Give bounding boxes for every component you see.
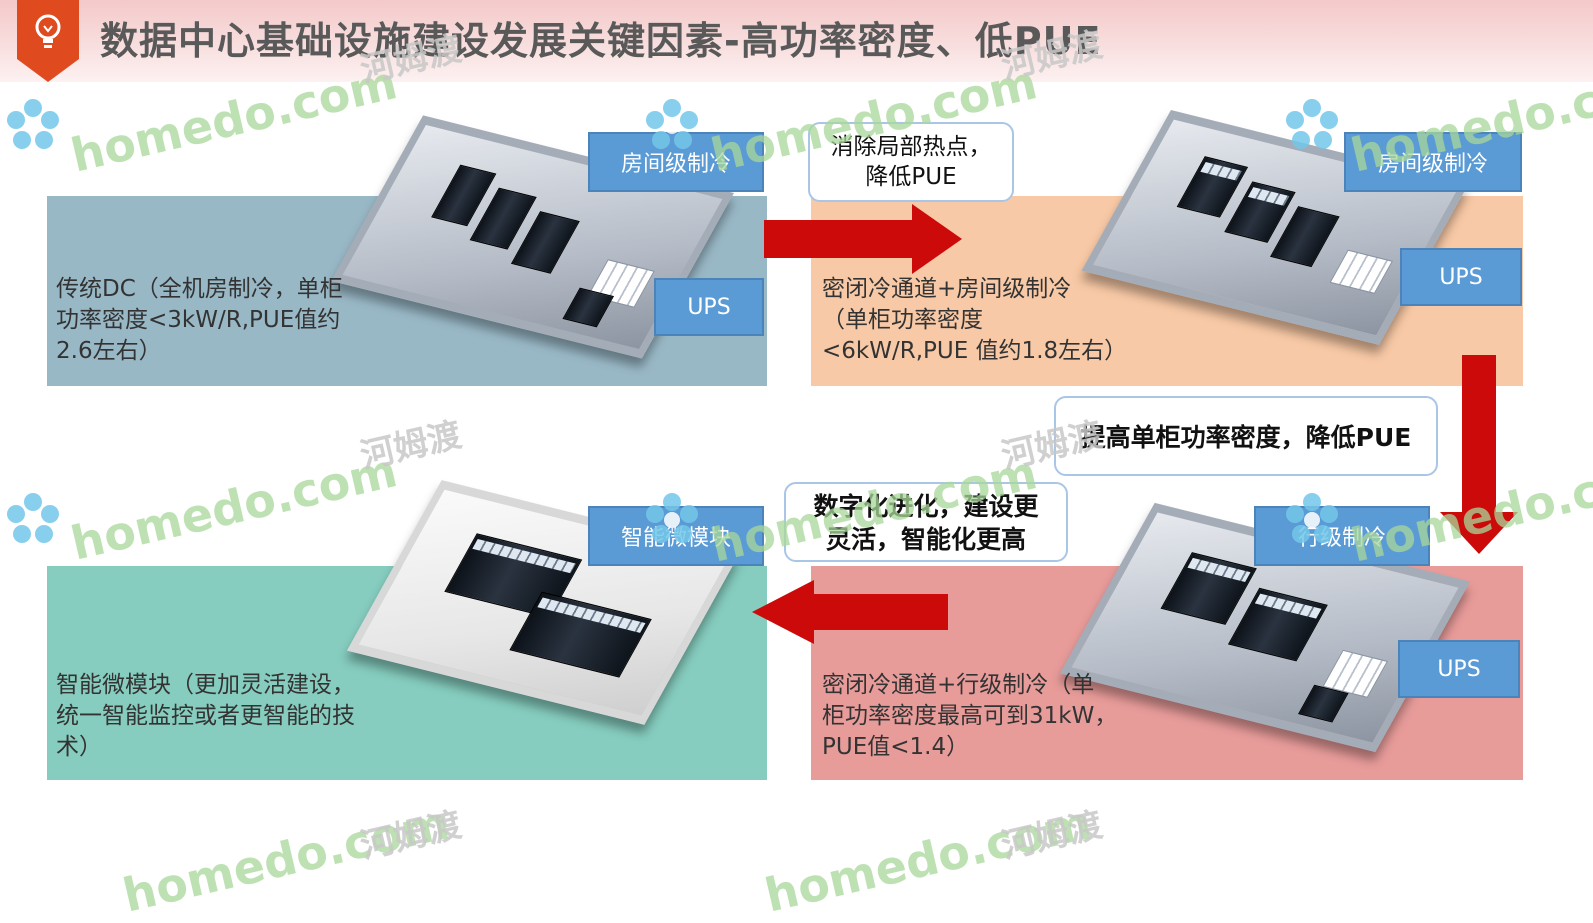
panel-description: 智能微模块（更加灵活建设， 统一智能监控或者更智能的技 术）: [56, 672, 355, 760]
server-rack: [1227, 587, 1328, 662]
watermark: homedo.com: [66, 443, 402, 571]
tag-ups: UPS: [1398, 640, 1520, 698]
tag-ups: UPS: [654, 278, 764, 336]
server-rack: [1160, 552, 1257, 625]
page-title: 数据中心基础设施建设发展关键因素-高功率密度、低PUE: [100, 19, 1102, 63]
ups-cabinet: [1329, 249, 1393, 294]
flower-logo-icon: [1286, 99, 1338, 149]
flower-logo-icon: [7, 493, 59, 543]
watermark-cn: 河姆渡: [356, 804, 466, 867]
flower-logo-icon: [1286, 493, 1338, 543]
panel-description: 密闭冷通道+房间级制冷 （单柜功率密度 <6kW/R,PUE 值约1.8左右）: [822, 276, 1128, 364]
flower-logo-icon: [646, 493, 698, 543]
callout-raise-power-density: 提高单柜功率密度，降低PUE: [1054, 396, 1438, 476]
watermark-cn: 河姆渡: [997, 804, 1107, 867]
panel-description: 传统DC（全机房制冷，单柜 功率密度<3kW/R,PUE值约 2.6左右）: [56, 276, 343, 364]
lightbulb-icon: [17, 0, 79, 82]
tag-ups: UPS: [1400, 248, 1522, 306]
ups-battery-rack: [562, 287, 615, 328]
tag-row-cooling: 行级制冷: [1254, 506, 1430, 566]
panel-description: 密闭冷通道+行级制冷（单 柜功率密度最高可到31kW， PUE值<1.4）: [822, 672, 1118, 760]
tag-room-cooling: 房间级制冷: [1344, 132, 1522, 192]
title-bar: 数据中心基础设施建设发展关键因素-高功率密度、低PUE: [0, 0, 1593, 82]
flower-logo-icon: [646, 99, 698, 149]
callout-eliminate-hotspots: 消除局部热点， 降低PUE: [808, 122, 1014, 202]
watermark-cn: 河姆渡: [356, 414, 466, 477]
flower-logo-icon: [7, 99, 59, 149]
callout-digital-evolution: 数字化进化，建设更 灵活，智能化更高: [784, 482, 1068, 562]
ups-battery-rack: [1298, 684, 1349, 723]
